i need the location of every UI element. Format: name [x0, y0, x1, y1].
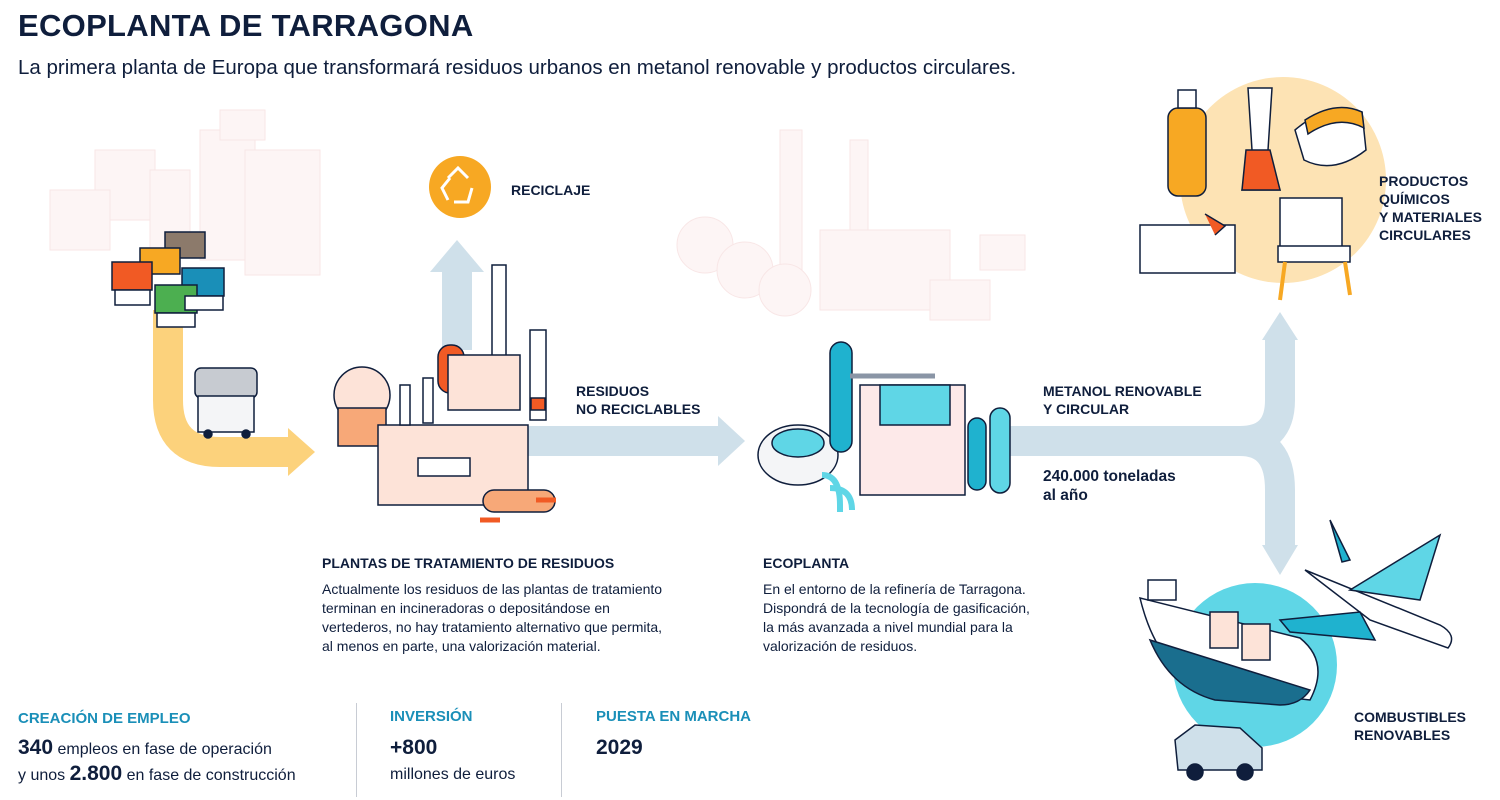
stats-divider-1 — [356, 703, 357, 797]
label-residuos-no-reciclables: RESIDUOS NO RECICLABLES — [576, 383, 701, 417]
label-reciclaje: RECICLAJE — [511, 182, 591, 198]
stat-empleo-pre2: y unos — [18, 767, 70, 784]
text-plantas: Actualmente los residuos de las plantas … — [322, 581, 663, 654]
stat-empleo-num1: 340 — [18, 736, 54, 759]
recycle-icon — [429, 156, 491, 218]
waste-flow-arrow — [153, 310, 290, 467]
heading-plantas: PLANTAS DE TRATAMIENTO DE RESIDUOS — [322, 555, 615, 571]
stat-empleo-num2: 2.800 — [69, 762, 123, 785]
stat-empleo-line1: 340 empleos en fase de operación — [18, 735, 272, 763]
page-subtitle: La primera planta de Europa que transfor… — [18, 56, 1017, 79]
waste-containers-illustration — [111, 231, 225, 328]
stat-inversion-unit: millones de euros — [390, 766, 516, 783]
label-combustibles: COMBUSTIBLES RENOVABLES — [1354, 709, 1466, 743]
stat-heading-puesta: PUESTA EN MARCHA — [596, 708, 752, 725]
stat-empleo-text2: en fase de construcción — [122, 767, 296, 784]
stat-empleo-line2: y unos 2.800 en fase de construcción — [18, 761, 296, 789]
stat-puesta-value: 2029 — [596, 736, 643, 759]
background-refinery — [676, 129, 1026, 321]
heading-ecoplanta: ECOPLANTA — [763, 555, 850, 571]
label-toneladas: 240.000 toneladas al año — [1043, 468, 1176, 504]
label-productos: PRODUCTOS QUÍMICOS Y MATERIALES CIRCULAR… — [1379, 173, 1482, 243]
label-metanol: METANOL RENOVABLE Y CIRCULAR — [1043, 383, 1202, 417]
treatment-plant-illustration — [333, 264, 556, 523]
stats-divider-2 — [561, 703, 562, 797]
ecoplanta-illustration — [757, 341, 1011, 512]
circular-products-illustration — [1139, 77, 1386, 301]
renewable-fuels-illustration — [1138, 519, 1453, 781]
page-title: ECOPLANTA DE TARRAGONA — [18, 8, 474, 43]
stat-heading-empleo: CREACIÓN DE EMPLEO — [18, 710, 191, 727]
stat-heading-inversion: INVERSIÓN — [390, 708, 473, 725]
stat-inversion-value: +800 — [390, 736, 438, 759]
background-city — [49, 109, 321, 276]
text-ecoplanta: En el entorno de la refinería de Tarrago… — [763, 581, 1030, 654]
grey-container-illustration — [194, 367, 258, 439]
stat-empleo-text1: empleos en fase de operación — [53, 741, 272, 758]
